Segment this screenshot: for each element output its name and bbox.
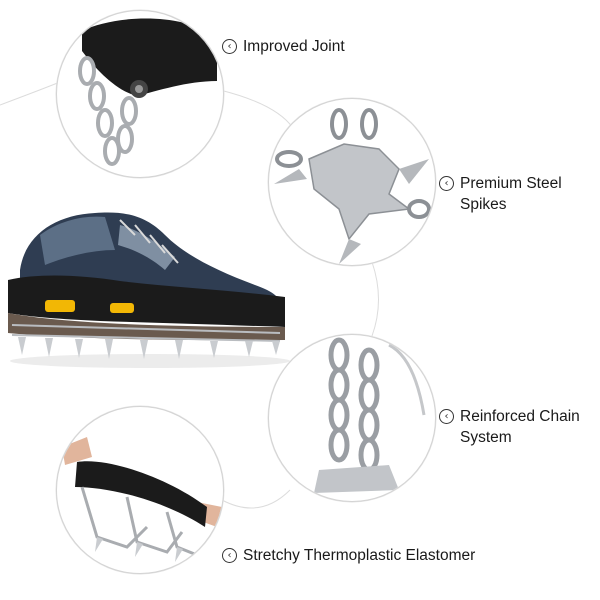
circle-chevron-left-icon: ‹ [439,409,454,424]
improved-joint-detail-image [56,10,224,178]
feature-label-chain-system: ‹ Reinforced Chain System [439,406,580,448]
circle-chevron-left-icon: ‹ [222,39,237,54]
shoe-with-crampon-image [8,212,290,368]
circle-chevron-left-icon: ‹ [222,548,237,563]
feature-text: Spikes [460,196,507,213]
elastomer-detail-image [56,406,224,574]
feature-text: System [460,429,512,446]
feature-text: Reinforced Chain [460,408,580,425]
feature-label-elastomer: ‹ Stretchy Thermoplastic Elastomer [222,545,475,566]
feature-label-steel-spikes: ‹ Premium Steel Spikes [439,173,562,215]
feature-label-improved-joint: ‹ Improved Joint [222,36,345,57]
circle-chevron-left-icon: ‹ [439,176,454,191]
steel-spikes-detail-image [268,98,436,266]
feature-text: Improved Joint [243,38,345,55]
chain-system-detail-image [268,334,436,502]
feature-text: Premium Steel [460,175,562,192]
feature-text: Stretchy Thermoplastic Elastomer [243,547,476,564]
